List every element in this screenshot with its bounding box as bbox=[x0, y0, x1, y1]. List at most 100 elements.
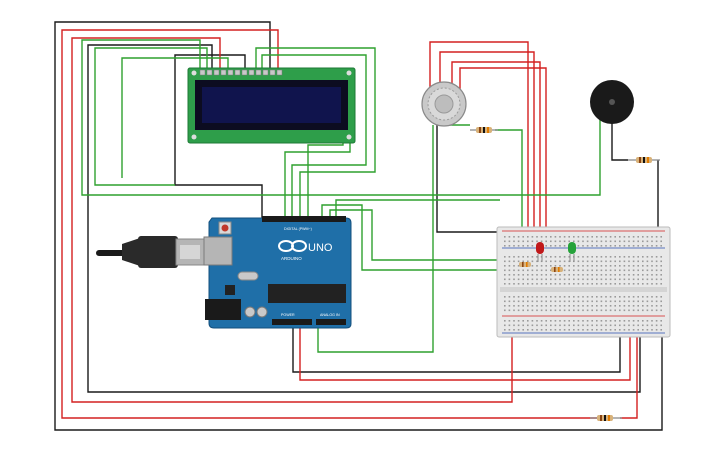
breadboard-hole bbox=[573, 309, 575, 312]
breadboard-hole bbox=[660, 274, 662, 276]
breadboard-hole bbox=[554, 283, 557, 285]
breadboard-hole bbox=[591, 283, 593, 285]
breadboard-hole bbox=[591, 274, 593, 276]
breadboard-hole bbox=[646, 256, 649, 258]
breadboard-hole bbox=[637, 324, 639, 327]
breadboard-hole bbox=[545, 245, 547, 247]
breadboard-hole bbox=[536, 305, 538, 307]
breadboard-hole bbox=[619, 309, 621, 312]
breadboard bbox=[496, 226, 671, 338]
breadboard-hole bbox=[517, 265, 520, 267]
wire-black-bottom bbox=[292, 318, 621, 373]
breadboard-hole bbox=[591, 236, 593, 238]
breadboard-hole bbox=[651, 283, 653, 285]
breadboard-hole bbox=[582, 260, 584, 263]
breadboard-hole bbox=[623, 305, 626, 307]
analog-header bbox=[316, 319, 346, 325]
breadboard-hole bbox=[614, 324, 616, 327]
breadboard-hole bbox=[637, 305, 639, 307]
breadboard-hole bbox=[605, 300, 607, 303]
breadboard-hole bbox=[540, 296, 543, 298]
breadboard-hole bbox=[605, 269, 607, 272]
breadboard-hole bbox=[619, 260, 621, 263]
breadboard-hole bbox=[632, 300, 635, 303]
wire-red-bottom bbox=[299, 318, 631, 381]
breadboard-hole bbox=[536, 278, 538, 281]
breadboard-hole bbox=[586, 245, 589, 247]
breadboard-hole bbox=[660, 283, 662, 285]
breadboard-hole bbox=[628, 236, 630, 238]
breadboard-hole bbox=[609, 329, 612, 331]
breadboard-hole bbox=[660, 300, 662, 303]
lcd-mount-hole bbox=[346, 134, 352, 140]
breadboard-hole bbox=[632, 309, 635, 312]
breadboard-hole bbox=[559, 278, 561, 281]
breadboard-hole bbox=[559, 309, 561, 312]
breadboard-hole bbox=[660, 320, 662, 322]
breadboard-hole bbox=[554, 260, 557, 263]
breadboard-hole bbox=[508, 300, 511, 303]
breadboard-hole bbox=[623, 324, 626, 327]
breadboard-hole bbox=[540, 329, 543, 331]
breadboard-hole bbox=[554, 305, 557, 307]
wires-black bbox=[54, 21, 663, 431]
breadboard-hole bbox=[632, 305, 635, 307]
wire-red-sensor-3 bbox=[451, 61, 541, 240]
breadboard-hole bbox=[568, 296, 570, 298]
breadboard-hole bbox=[642, 309, 644, 312]
usb-cable-tail bbox=[96, 250, 126, 256]
breadboard-hole bbox=[568, 260, 570, 263]
reset-button-cap bbox=[221, 224, 229, 232]
breadboard-hole bbox=[527, 296, 529, 298]
breadboard-hole bbox=[545, 300, 547, 303]
breadboard-hole bbox=[651, 269, 653, 272]
breadboard-hole bbox=[600, 269, 603, 272]
breadboard-hole bbox=[577, 278, 580, 281]
breadboard-hole bbox=[623, 278, 626, 281]
breadboard-hole bbox=[513, 269, 515, 272]
wire-red-sensor-4 bbox=[459, 67, 547, 240]
breadboard-hole bbox=[527, 324, 529, 327]
breadboard-hole bbox=[545, 274, 547, 276]
breadboard-hole bbox=[619, 283, 621, 285]
breadboard-hole bbox=[568, 329, 570, 331]
breadboard-hole bbox=[550, 260, 552, 263]
breadboard-hole bbox=[642, 274, 644, 276]
breadboard-hole bbox=[577, 309, 580, 312]
breadboard-hole bbox=[586, 265, 589, 267]
breadboard-hole bbox=[632, 324, 635, 327]
breadboard-hole bbox=[596, 236, 598, 238]
breadboard-hole bbox=[605, 260, 607, 263]
breadboard-hole bbox=[531, 300, 534, 303]
small-chip bbox=[225, 285, 235, 295]
breadboard-hole bbox=[637, 278, 639, 281]
breadboard-hole bbox=[605, 305, 607, 307]
breadboard-hole bbox=[531, 309, 534, 312]
breadboard-hole bbox=[568, 324, 570, 327]
breadboard-hole bbox=[513, 240, 515, 243]
breadboard-hole bbox=[609, 256, 612, 258]
breadboard-hole bbox=[508, 265, 511, 267]
wire-black-left bbox=[87, 44, 641, 393]
breadboard-hole bbox=[531, 283, 534, 285]
breadboard-hole bbox=[540, 269, 543, 272]
breadboard-hole bbox=[513, 320, 515, 322]
breadboard-hole bbox=[655, 320, 658, 322]
resistor-breadboard-2 bbox=[551, 267, 563, 272]
breadboard-hole bbox=[531, 320, 534, 322]
breadboard-hole bbox=[508, 240, 511, 243]
breadboard-hole bbox=[573, 324, 575, 327]
breadboard-hole bbox=[586, 256, 589, 258]
breadboard-hole bbox=[550, 305, 552, 307]
breadboard-hole bbox=[522, 240, 524, 243]
breadboard-hole bbox=[642, 240, 644, 243]
breadboard-hole bbox=[554, 320, 557, 322]
breadboard-hole bbox=[632, 265, 635, 267]
breadboard-hole bbox=[660, 309, 662, 312]
breadboard-hole bbox=[614, 269, 616, 272]
breadboard-hole bbox=[554, 236, 557, 238]
breadboard-hole bbox=[660, 260, 662, 263]
breadboard-hole bbox=[623, 260, 626, 263]
breadboard-hole bbox=[582, 309, 584, 312]
breadboard-hole bbox=[655, 305, 658, 307]
